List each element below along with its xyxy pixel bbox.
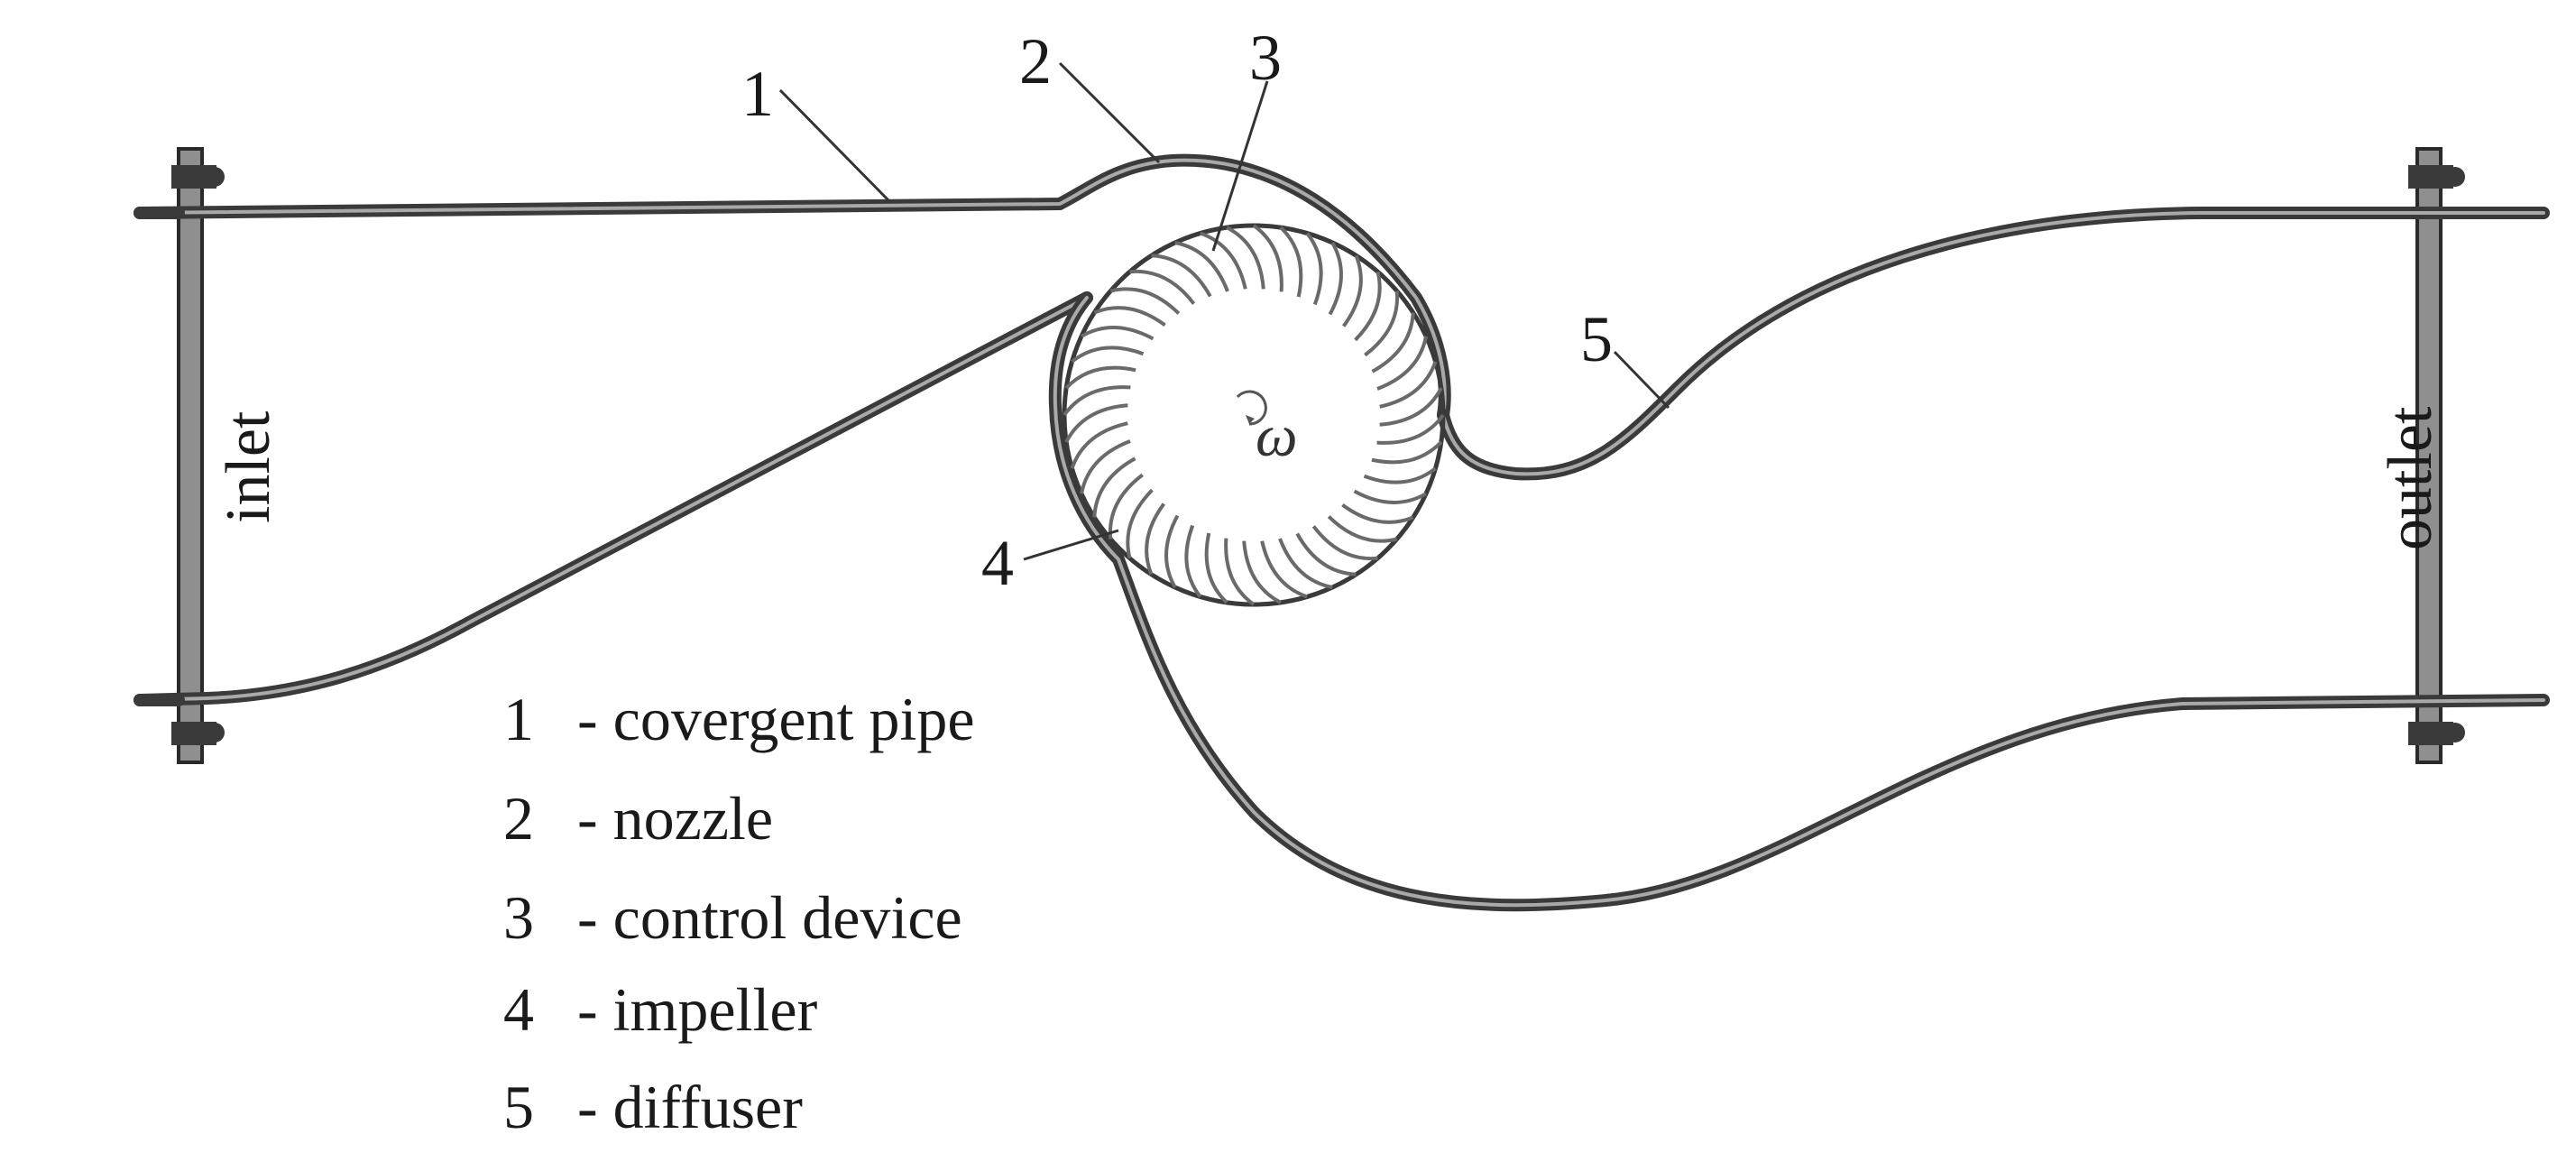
impeller-blade (1260, 540, 1308, 599)
impeller-blade (1305, 232, 1323, 306)
legend: 1 - covergent pipe 2 - nozzle 3 - contro… (503, 685, 975, 1141)
impeller-blade (1200, 231, 1247, 290)
impeller-blade (1371, 440, 1443, 465)
callout-4: 4 (981, 527, 1014, 599)
impeller-blade (1070, 421, 1128, 469)
impeller-blade (1080, 439, 1131, 494)
outlet-label: outlet (2376, 406, 2445, 550)
impeller-blade (1341, 503, 1414, 524)
impeller-blade (1328, 241, 1343, 316)
legend-text-1: - covergent pipe (577, 685, 975, 753)
legend-num-3: 3 (503, 883, 534, 952)
impeller-blade (1174, 241, 1229, 292)
callout-2: 2 (1019, 25, 1052, 97)
impeller-blade (1226, 226, 1265, 290)
impeller-blade (1353, 489, 1428, 504)
legend-text-4: - impeller (577, 975, 818, 1044)
impeller-blade (1092, 456, 1136, 518)
impeller-blade (1371, 312, 1415, 374)
impeller-blade (1064, 365, 1136, 390)
convergent-pipe-bottom-wall (133, 291, 1093, 706)
legend-text-3: - control device (577, 883, 962, 952)
callout-5: 5 (1580, 303, 1613, 375)
impeller-blade (1363, 466, 1437, 484)
impeller-blade (1064, 403, 1128, 443)
diffuser-lower-wall (1048, 291, 2550, 912)
legend-num-5: 5 (503, 1073, 534, 1141)
impeller-blade (1376, 413, 1445, 445)
impeller-blade (1109, 287, 1181, 315)
impeller-blade (1295, 532, 1357, 576)
impeller-blade (1071, 346, 1145, 364)
omega-label: ω (1256, 403, 1298, 469)
impeller-blade (1093, 306, 1166, 327)
impeller-blade (1129, 269, 1196, 305)
impeller-blade (1145, 503, 1166, 576)
impeller-blade (1278, 538, 1333, 589)
impeller-blade (1327, 515, 1398, 543)
impeller-blade (1354, 271, 1382, 342)
impeller-blade (1164, 514, 1180, 589)
impeller-blade (1126, 488, 1154, 559)
legend-num-2: 2 (503, 784, 534, 853)
impeller-blade (1151, 254, 1212, 298)
impeller (1062, 223, 1446, 607)
legend-num-4: 4 (503, 975, 534, 1044)
impeller-blade (1080, 326, 1155, 341)
impeller-blade (1184, 524, 1202, 598)
impeller-blade (1311, 525, 1378, 561)
impeller-blade (1364, 290, 1400, 357)
rotation-arrow-icon (1236, 390, 1267, 426)
legend-text-2: - nozzle (577, 784, 773, 853)
inlet-label: inlet (214, 410, 283, 523)
callout-1: 1 (741, 58, 774, 130)
impeller-blade (1379, 361, 1438, 409)
impeller-blade (1224, 538, 1256, 606)
inlet-pipe-stubs (133, 207, 185, 706)
impeller-blade (1341, 254, 1363, 327)
legend-text-5: - diffuser (577, 1073, 803, 1141)
outlet-flange (2408, 147, 2465, 764)
impeller-blade (1063, 385, 1131, 417)
impeller-blade (1279, 226, 1303, 298)
impeller-blade (1242, 540, 1282, 604)
diffuser-upper-wall (1437, 207, 2550, 481)
convergent-pipe-top-wall (133, 153, 1451, 421)
impeller-blade (1204, 532, 1228, 604)
callout-3: 3 (1249, 22, 1282, 94)
impeller-blade (1252, 224, 1283, 292)
leader-lines (778, 61, 1670, 561)
impeller-rim (1062, 223, 1446, 607)
legend-num-1: 1 (503, 685, 534, 753)
impeller-blade (1376, 336, 1428, 391)
impeller-blade (1379, 387, 1443, 427)
inlet-flange (171, 147, 225, 764)
